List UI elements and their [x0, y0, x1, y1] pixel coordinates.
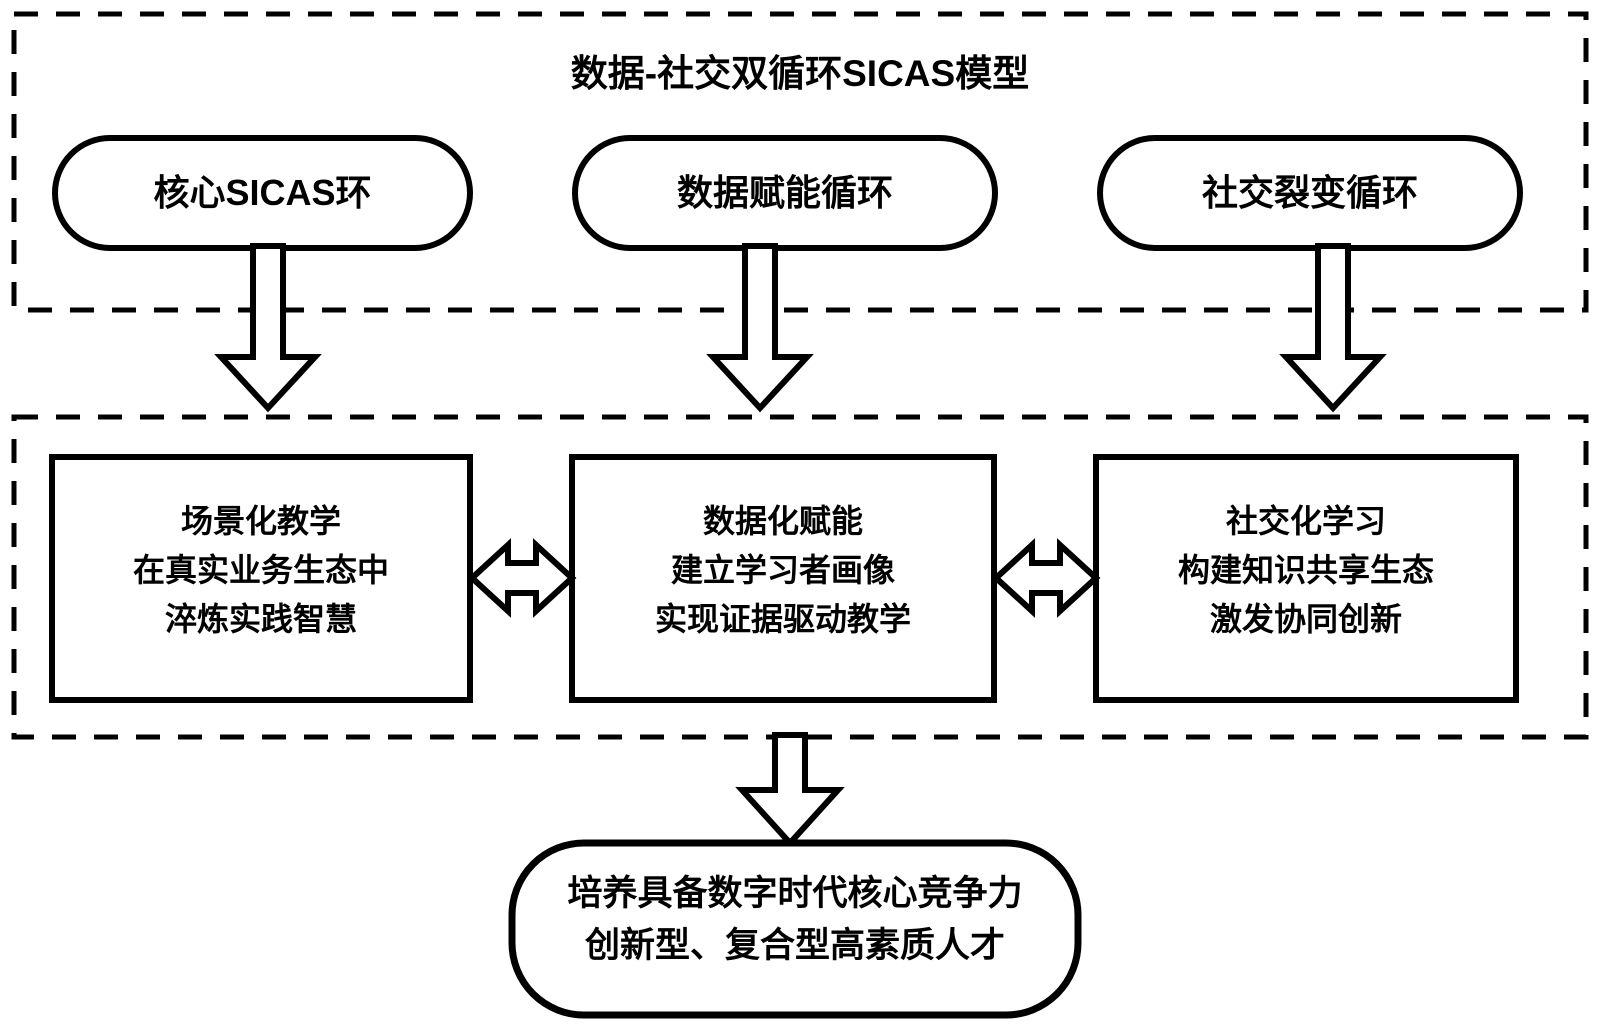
social-fission-loop-label: 社交裂变循环	[1201, 172, 1418, 213]
arrow-scenario-data-icon	[467, 538, 577, 618]
talent-outcome-label: 培养具备数字时代核心竞争力 创新型、复合型高素质人才	[567, 874, 1023, 965]
social-learning-label: 社交化学习 构建知识共享生态 激发协同创新	[1177, 503, 1434, 637]
arrow-core-to-scenario-icon	[214, 243, 322, 413]
arrow-pillars-to-outcome-icon	[735, 732, 845, 848]
scenario-teaching-label: 场景化教学 在真实业务生态中 淬炼实践智慧	[132, 503, 389, 637]
diagram-title: 数据-社交双循环SICAS模型	[570, 53, 1030, 94]
arrow-social-to-sociallearn-icon	[1279, 243, 1387, 413]
arrow-data-social-icon	[991, 538, 1101, 618]
data-empowerment-loop-label: 数据赋能循环	[676, 172, 893, 213]
arrow-data-to-dataempower-icon	[706, 243, 814, 413]
data-empowerment-label: 数据化赋能 建立学习者画像 实现证据驱动教学	[654, 503, 911, 637]
core-sicas-loop-label: 核心SICAS环	[153, 172, 372, 213]
